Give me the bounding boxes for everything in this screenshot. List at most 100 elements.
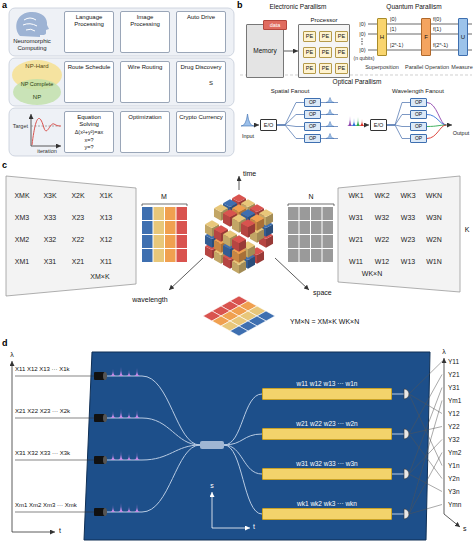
output-label: Ym2	[448, 449, 461, 456]
voxel-cube	[142, 194, 333, 336]
matrix-element: XM3	[15, 214, 29, 222]
dimension-label: K	[465, 226, 470, 234]
voxel-cube	[250, 204, 264, 212]
voxel-cube	[230, 326, 248, 336]
output-label: Y22	[448, 423, 460, 430]
axis-label: wavelength	[132, 296, 167, 304]
section-title: Electronic Parallism	[269, 3, 326, 10]
voxel-cube	[232, 214, 246, 222]
input-label: X21 X22 X23 ··· X2k	[15, 408, 70, 415]
matrix-size: WK×N	[362, 270, 382, 278]
cube-axis	[169, 176, 309, 290]
voxel-cube	[205, 220, 219, 228]
waveguide	[392, 394, 404, 514]
qubit-wire	[361, 41, 362, 42]
voxel-cube	[214, 225, 228, 233]
axis-arrow	[212, 528, 250, 529]
weight-modulator: w11 w12 w13 ··· w1n	[262, 388, 392, 400]
matrix-element: X33	[44, 214, 56, 222]
connector	[277, 125, 304, 139]
connector	[431, 24, 458, 25]
matrix-element: W22	[375, 236, 389, 244]
connector	[431, 50, 458, 51]
voxel-cube	[311, 207, 322, 220]
axis-label: t	[59, 527, 61, 535]
output-label: Y1n	[448, 462, 460, 469]
laser-source	[94, 372, 107, 516]
section-title: Optical Parallism	[333, 78, 382, 85]
photodetector	[404, 429, 409, 439]
voxel-cube	[154, 249, 165, 262]
application-tile: Image Processing	[120, 11, 170, 53]
brain-head-icon	[16, 12, 49, 37]
matrix-element: XM1	[15, 258, 29, 266]
matrix-element: W21	[349, 236, 363, 244]
processor-box: ProcessorPEPEPEPEPEPEPEPEPE	[298, 24, 350, 78]
box-label: PE	[306, 33, 313, 39]
voxel-cube	[142, 221, 153, 234]
section-title: Wavelength Fanout	[392, 88, 444, 95]
laser-source	[103, 508, 107, 516]
dimension-label: M	[161, 193, 167, 201]
function-gate: F	[421, 18, 431, 56]
equation-text: YM×N = XM×K WK×N	[290, 318, 359, 326]
atom-label: S	[209, 80, 213, 87]
voxel-cube	[323, 235, 334, 248]
cube-axis	[275, 258, 309, 290]
voxel-cube	[259, 209, 273, 217]
box-label: PE	[306, 65, 313, 71]
application-tile: Auto Drive	[176, 11, 226, 53]
box-label: PE	[306, 49, 313, 55]
voxel-cube	[232, 194, 246, 202]
box-label: Language Processing	[67, 14, 111, 27]
application-tile: Crypto Currency	[176, 111, 226, 153]
voxel-cube	[300, 221, 311, 234]
input-line	[15, 376, 94, 512]
pulse-train	[110, 451, 140, 460]
voxel-cube	[288, 207, 299, 220]
output-label: Ym1	[448, 397, 461, 404]
memory-box: Memorydata	[246, 24, 284, 78]
voxel-cube	[223, 209, 237, 217]
waveguide	[107, 376, 200, 512]
output-label: Y3n	[448, 488, 460, 495]
connector	[387, 50, 421, 51]
stage-label: Measure	[451, 64, 472, 70]
qubit-state: |0⟩	[359, 47, 366, 53]
voxel-cube	[241, 219, 255, 227]
voxel-cube	[154, 221, 165, 234]
optical-pulse	[365, 125, 369, 126]
matrix-element: X11	[100, 258, 112, 266]
stage-label: Superposition	[365, 64, 399, 70]
voxel-cube	[300, 249, 311, 262]
voxel-cube	[177, 235, 188, 248]
optical-pulse	[254, 125, 259, 126]
panel-letter: a	[2, 0, 7, 10]
convergence-plot	[32, 118, 61, 145]
voxel-cube	[154, 235, 165, 248]
optical-pulse	[351, 118, 357, 126]
photodetector	[404, 389, 409, 519]
photodetector	[404, 469, 409, 479]
optical-processor: OP	[304, 122, 321, 131]
qubit-wire	[361, 43, 362, 44]
voxel-cube	[177, 207, 188, 220]
axis-label: space	[313, 289, 332, 297]
voxel-cube	[165, 235, 176, 248]
processing-element: PE	[303, 47, 316, 58]
matrix-element: W23	[401, 236, 415, 244]
voxel-cube	[142, 207, 153, 220]
axis-arrow	[444, 358, 445, 514]
qubit-state: |0⟩	[359, 21, 366, 27]
matrix-size: XM×K	[90, 273, 109, 281]
voxel-cube	[232, 204, 246, 212]
optical-pulse	[241, 98, 452, 139]
axis-arrow	[12, 361, 13, 532]
box-label: PE	[338, 65, 345, 71]
equation-text: x=?	[84, 137, 93, 143]
voxel-cube	[142, 235, 153, 248]
voxel-cube	[232, 235, 246, 243]
laser-source	[103, 456, 107, 464]
voxel-cube	[177, 249, 188, 262]
box-label: OP	[415, 100, 422, 106]
